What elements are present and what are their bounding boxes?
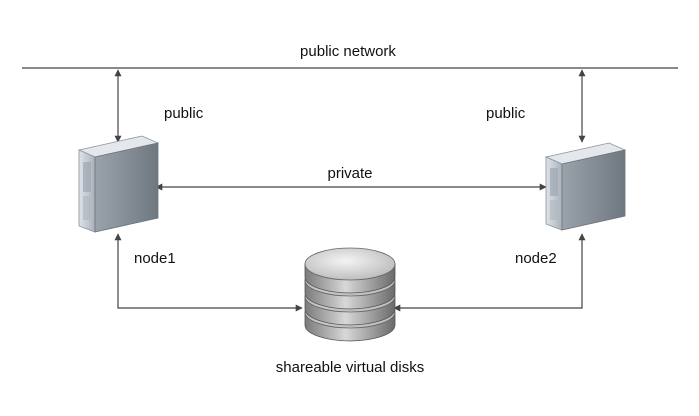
private-link-label: private bbox=[327, 165, 372, 182]
node1-label: node1 bbox=[134, 250, 176, 267]
node1-storage-link bbox=[114, 233, 303, 312]
node2-public-label: public bbox=[486, 105, 526, 122]
storage-label: shareable virtual disks bbox=[276, 359, 424, 376]
node1-public-label: public bbox=[164, 105, 204, 122]
public-network-label: public network bbox=[300, 43, 396, 60]
node1-server-icon bbox=[77, 135, 160, 233]
disk-stack-icon bbox=[304, 247, 396, 342]
node2-label: node2 bbox=[515, 250, 557, 267]
node2-storage-link bbox=[393, 233, 586, 312]
disk-platter-top bbox=[304, 247, 396, 281]
node2-server-icon bbox=[544, 142, 627, 231]
